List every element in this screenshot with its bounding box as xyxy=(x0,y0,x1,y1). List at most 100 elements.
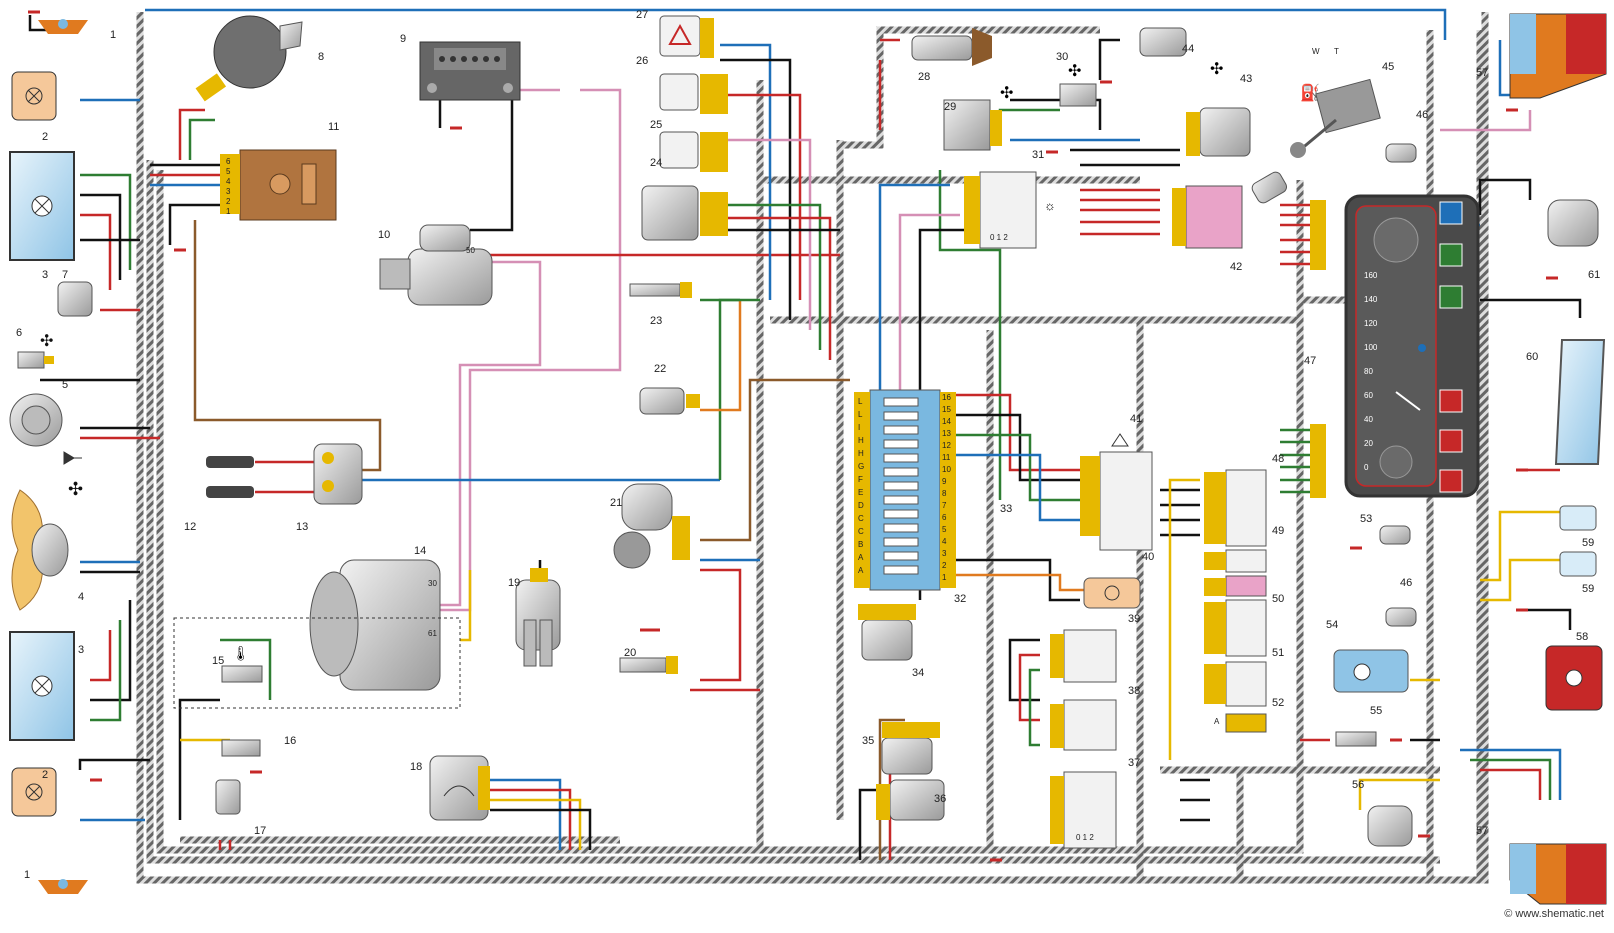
relay-43[interactable] xyxy=(1186,107,1251,157)
fuse-number: 3 xyxy=(942,549,947,558)
component-label: 44 xyxy=(1182,43,1194,55)
heater-fan-30[interactable] xyxy=(1059,83,1097,107)
rear-fog-lamp-58[interactable] xyxy=(1545,645,1603,711)
wiper-switch-37[interactable]: 0 1 2 xyxy=(1050,771,1117,849)
cigar-lighter-28[interactable] xyxy=(911,28,992,66)
relay-35[interactable] xyxy=(881,722,940,775)
battery-9[interactable] xyxy=(419,41,521,101)
component-label: 17 xyxy=(254,825,266,837)
component-label: 19 xyxy=(508,577,520,589)
component-label: 55 xyxy=(1370,705,1382,717)
wiper-motor-21[interactable] xyxy=(613,483,690,569)
lamp-46[interactable] xyxy=(1385,607,1417,627)
alt-terminal-30: 30 xyxy=(428,579,437,588)
component-label: 54 xyxy=(1326,619,1338,631)
switch-53[interactable] xyxy=(1379,525,1411,545)
fuel-sender-45[interactable]: W T xyxy=(1290,47,1381,158)
front-indicator-2[interactable] xyxy=(11,767,57,817)
lamp-40[interactable] xyxy=(1083,577,1141,609)
hall-sensor-13[interactable] xyxy=(313,443,363,505)
ignition-connector-42[interactable] xyxy=(1172,185,1243,249)
component-label: 21 xyxy=(610,497,622,509)
alt-terminal-61: 61 xyxy=(428,629,437,638)
svg-text:1: 1 xyxy=(226,207,231,216)
switch-50[interactable] xyxy=(1204,575,1267,597)
rear-lamp-57[interactable] xyxy=(1509,13,1607,99)
rear-lamp-57[interactable] xyxy=(1509,843,1607,905)
front-indicator-2[interactable] xyxy=(11,71,57,121)
alternator-14[interactable]: 30 61 xyxy=(309,559,441,691)
sensor-7[interactable] xyxy=(57,281,93,317)
light-icon: ☼ xyxy=(1044,198,1056,213)
hazard-relay-41[interactable] xyxy=(1080,451,1153,551)
component-label: 45 xyxy=(1382,61,1394,73)
s31-positions: 0 1 2 xyxy=(990,233,1008,242)
lamp-46[interactable] xyxy=(1385,143,1417,163)
hazard-switch-27[interactable] xyxy=(659,15,714,58)
fan-sensor-6[interactable] xyxy=(17,351,54,369)
plate-lamp-59[interactable] xyxy=(1559,505,1597,531)
distributor-8[interactable] xyxy=(195,15,303,102)
svg-text:5: 5 xyxy=(226,167,231,176)
sensor-20[interactable] xyxy=(619,656,678,674)
component-label: 49 xyxy=(1272,525,1284,537)
relay-26[interactable] xyxy=(659,73,728,114)
relay-34[interactable] xyxy=(858,604,916,661)
light-switch-31[interactable]: 0 1 2 xyxy=(964,171,1037,249)
sensor-17[interactable] xyxy=(215,779,241,815)
fuse-letter: A xyxy=(858,553,864,562)
rear-window-heater-60[interactable] xyxy=(1554,339,1606,465)
starter-10[interactable]: 50 xyxy=(379,224,493,306)
sensor-22[interactable] xyxy=(639,387,700,415)
component-label: 57 xyxy=(1476,825,1488,837)
oil-pressure-sensor-16[interactable] xyxy=(221,739,261,757)
switch-49[interactable] xyxy=(1204,549,1267,573)
switch-55[interactable] xyxy=(1335,731,1377,747)
component-label: 48 xyxy=(1272,453,1284,465)
component-label: 57 xyxy=(1476,67,1488,79)
component-label: 56 xyxy=(1352,779,1364,791)
ignition-unit-11[interactable] xyxy=(220,149,337,221)
rear-wiper-motor-61[interactable] xyxy=(1547,199,1599,247)
headlamp-3[interactable] xyxy=(9,631,75,741)
component-label: 12 xyxy=(184,521,196,533)
horn-5[interactable] xyxy=(9,393,63,447)
module-36[interactable] xyxy=(876,779,945,821)
ignition-switch-19[interactable] xyxy=(515,568,561,667)
svg-text:4: 4 xyxy=(226,177,231,186)
coolant-sensor-15[interactable] xyxy=(221,665,263,683)
plate-lamp-59[interactable] xyxy=(1559,551,1597,577)
radiator-fan-4[interactable] xyxy=(11,489,69,611)
switch-51[interactable] xyxy=(1204,599,1267,657)
washer-pump-56[interactable] xyxy=(1367,805,1413,847)
component-label: 46 xyxy=(1416,109,1428,121)
component-label: 59 xyxy=(1582,537,1594,549)
washer-motor-44[interactable] xyxy=(1139,27,1187,57)
component-label: 60 xyxy=(1526,351,1538,363)
headlamp-3[interactable] xyxy=(9,151,75,261)
gauge-unit-18[interactable] xyxy=(429,755,490,821)
side-repeater-1[interactable] xyxy=(38,879,88,894)
switch-52[interactable] xyxy=(1204,661,1267,707)
side-repeater-1[interactable] xyxy=(38,19,88,34)
relay-25[interactable] xyxy=(659,131,728,172)
component-label: 7 xyxy=(62,269,68,281)
heater-switch-29[interactable] xyxy=(943,99,1002,151)
lamp-54[interactable] xyxy=(1333,649,1409,693)
sensor-23[interactable] xyxy=(629,282,692,298)
component-label: 42 xyxy=(1230,261,1242,273)
spark-plug-12[interactable] xyxy=(206,456,254,498)
switch-39[interactable] xyxy=(1050,629,1117,683)
switch-38[interactable] xyxy=(1050,699,1117,751)
fan-icon: ✣ xyxy=(1210,61,1223,78)
relay-24[interactable] xyxy=(641,185,728,241)
speedo-tick: 0 xyxy=(1364,463,1369,472)
horn-icon xyxy=(63,451,82,465)
switch-48[interactable] xyxy=(1204,469,1267,547)
fuse-letter: I xyxy=(858,423,860,432)
component-label: 32 xyxy=(954,593,966,605)
